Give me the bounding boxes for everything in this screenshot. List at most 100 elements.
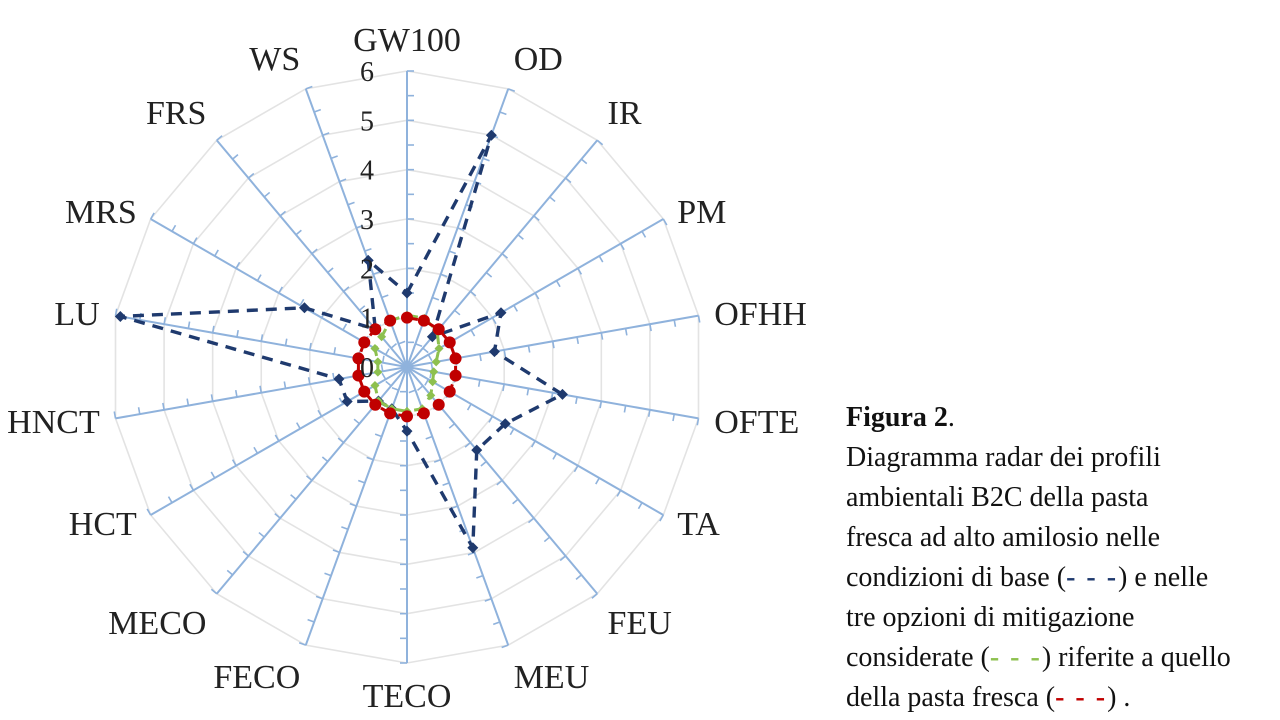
axis-tick <box>624 328 628 336</box>
axis-tick <box>526 388 530 396</box>
caption-title-suffix: . <box>947 402 955 433</box>
axis-tick <box>149 212 155 220</box>
axis-tick <box>427 354 433 362</box>
axis-label-meu: MEU <box>514 659 590 696</box>
caption-line-5: tre opzioni di mitigazione <box>846 602 1135 633</box>
tick-label-3: 3 <box>360 205 374 236</box>
axis-label-feco: FECO <box>213 659 300 696</box>
axis-tick <box>274 434 280 442</box>
series-3-point <box>449 369 462 382</box>
axis-tick <box>342 323 348 331</box>
caption-line-4a: condizioni di base ( <box>846 562 1067 593</box>
axis-tick <box>466 403 472 411</box>
axis-tick <box>600 332 604 340</box>
axis-label-feu: FEU <box>608 605 672 642</box>
axis-tick <box>210 394 214 402</box>
tick-label-5: 5 <box>360 106 374 137</box>
axis-tick <box>247 172 255 179</box>
series-3-point <box>449 352 462 365</box>
axis-tick <box>501 253 509 259</box>
series-1-point <box>471 444 483 456</box>
axis-label-hnct: HNCT <box>7 404 100 441</box>
caption-line-3: fresca ad alto amilosio nelle <box>846 522 1161 553</box>
axis-tick <box>492 621 501 626</box>
axis-tick <box>324 572 332 577</box>
legend-fresh-pasta-sample: - - - <box>1055 682 1108 713</box>
axis-tick <box>235 261 241 269</box>
series-3-point <box>443 385 456 398</box>
axis-tick <box>672 413 675 422</box>
radar-chart: GW100ODIRPMOFHHOFTETAFEUMEUTECOFECOMECOH… <box>7 22 807 715</box>
series-3-point <box>384 314 397 327</box>
axis-tick <box>232 154 239 160</box>
axis-tick <box>279 210 287 217</box>
series-2-point <box>370 381 380 390</box>
axis-label-frs: FRS <box>146 95 207 132</box>
axis-tick <box>496 479 503 486</box>
axis-tick <box>290 494 297 500</box>
axis-tick <box>551 341 555 349</box>
axis-tick <box>211 325 215 333</box>
axis-tick <box>469 290 477 297</box>
series-1-point <box>426 331 438 343</box>
series-3-point <box>384 407 397 420</box>
axis-tick <box>226 569 234 576</box>
axis-tick <box>263 191 271 198</box>
axis-tick <box>499 111 507 116</box>
axis-tick <box>333 347 337 355</box>
axis-tick <box>353 418 360 425</box>
axis-tick <box>192 237 198 245</box>
axis-label-mrs: MRS <box>65 194 137 231</box>
axis-tick <box>533 215 540 221</box>
axis-tick <box>299 298 305 306</box>
axis-tick <box>327 267 334 274</box>
axis-tick <box>485 271 493 278</box>
series-3-point <box>401 410 413 423</box>
axis-tick <box>298 642 307 646</box>
tick-label-6: 6 <box>360 57 374 88</box>
axis-tick <box>477 379 481 387</box>
axis-tick <box>337 437 345 444</box>
axis-tick <box>559 555 567 562</box>
axis-tick <box>114 308 118 316</box>
axis-tick <box>430 362 434 370</box>
axis-tick <box>307 377 311 385</box>
axis-tick <box>295 229 302 236</box>
series-2-point <box>434 344 444 353</box>
axis-tick <box>315 595 323 600</box>
axis-tick <box>295 422 301 430</box>
caption-line-6a: considerate ( <box>846 642 990 673</box>
series-3-point <box>432 323 445 336</box>
axis-tick <box>146 508 152 516</box>
axis-label-hct: HCT <box>69 506 137 543</box>
caption-line-7: della pasta fresca (- - -) . <box>846 678 1276 718</box>
radar-series <box>114 129 568 554</box>
axis-tick <box>343 286 350 293</box>
axis-tick <box>167 496 173 504</box>
axis-tick <box>210 471 216 479</box>
axis-tick <box>311 248 318 255</box>
axis-tick <box>580 158 588 165</box>
axis-tick <box>381 294 389 299</box>
tick-label-2: 2 <box>360 254 374 285</box>
axis-tick <box>432 296 440 301</box>
legend-base-sample: - - - <box>1066 562 1119 593</box>
axis-tick <box>647 409 651 417</box>
axis-tick <box>623 405 627 413</box>
series-2-point <box>373 357 383 367</box>
axis-tick <box>256 274 262 282</box>
axis-tick <box>307 618 315 623</box>
axis-tick <box>284 338 288 346</box>
axis-tick <box>649 324 652 332</box>
axis-tick <box>448 423 456 429</box>
series-3-point <box>417 314 430 327</box>
axis-label-ta: TA <box>677 506 720 543</box>
axis-tick <box>555 280 561 288</box>
axis-tick <box>358 305 366 311</box>
axis-label-ws: WS <box>249 41 300 78</box>
axis-label-ofhh: OFHH <box>714 296 807 333</box>
axis-tick <box>347 201 355 206</box>
axis-tick <box>258 531 265 538</box>
axis-tick <box>317 409 323 417</box>
axis-tick <box>662 218 668 226</box>
